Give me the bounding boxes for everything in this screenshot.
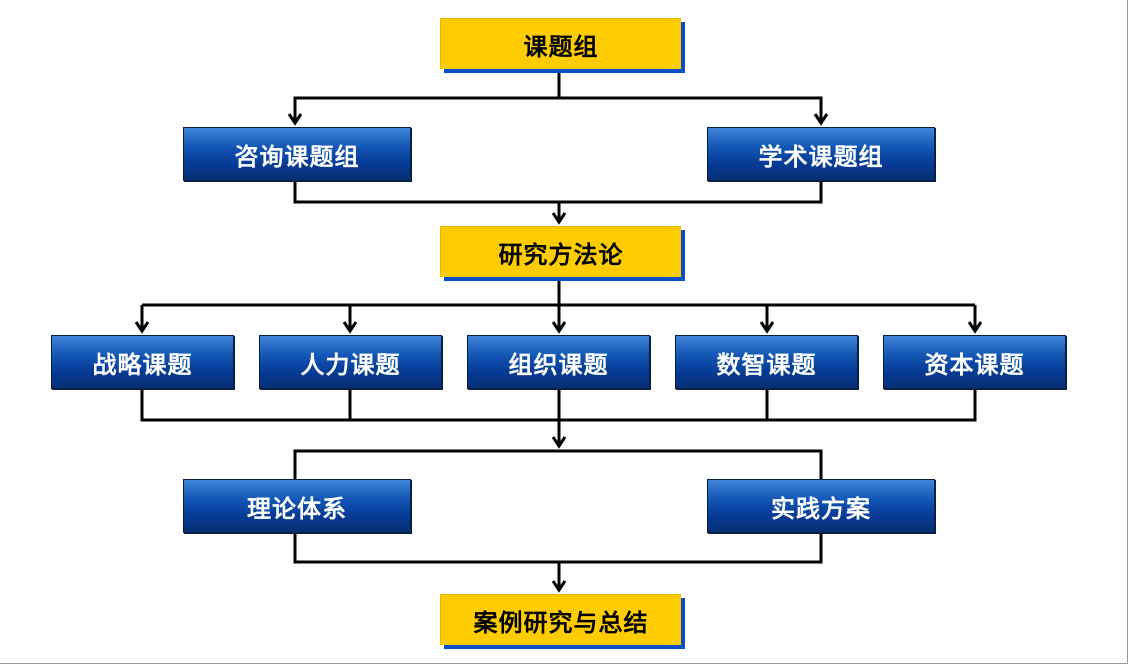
node-methodology: 研究方法论 (440, 226, 681, 277)
node-case-study-label: 案例研究与总结 (473, 608, 649, 637)
node-topic-strategy: 战略课题 (51, 335, 234, 389)
arrowhead-to-topic-5 (967, 321, 983, 334)
node-topic-digital-label: 数智课题 (716, 350, 817, 379)
node-methodology-label: 研究方法论 (498, 240, 624, 269)
arrowhead-to-left-group (287, 113, 303, 126)
arrowhead-to-topic-4 (759, 321, 775, 334)
connector-outputs-bracket (293, 449, 823, 479)
node-topic-capital: 资本课题 (883, 335, 1066, 389)
arrowhead-to-topic-3 (551, 321, 567, 334)
arrowhead-to-topic-2 (342, 321, 358, 334)
node-theory-system-label: 理论体系 (247, 494, 347, 523)
node-practice-plan-label: 实践方案 (771, 494, 871, 523)
node-topic-hr: 人力课题 (259, 335, 442, 389)
connector-outputs-merge (293, 533, 823, 564)
node-consulting-group-label: 咨询课题组 (234, 142, 360, 171)
node-topic-digital: 数智课题 (675, 335, 858, 389)
node-topic-organization: 组织课题 (467, 335, 650, 389)
connector-top-to-right (559, 96, 823, 123)
arrowhead-to-final (551, 580, 567, 593)
arrowhead-to-topic-1 (134, 321, 150, 334)
node-topic-strategy-label: 战略课题 (92, 350, 193, 379)
connector-top-split (293, 70, 561, 123)
node-academic-group: 学术课题组 (707, 127, 935, 181)
connector-groups-merge (293, 181, 823, 204)
node-research-group-label: 课题组 (523, 32, 599, 61)
node-case-study: 案例研究与总结 (440, 594, 681, 645)
arrowhead-to-method (551, 212, 567, 225)
node-academic-group-label: 学术课题组 (758, 142, 884, 171)
node-research-group: 课题组 (440, 18, 681, 69)
arrowhead-to-right-group (813, 113, 829, 126)
node-consulting-group: 咨询课题组 (183, 127, 411, 181)
node-theory-system: 理论体系 (183, 479, 411, 533)
node-topic-organization-label: 组织课题 (508, 350, 609, 379)
node-topic-capital-label: 资本课题 (924, 350, 1025, 379)
node-topic-hr-label: 人力课题 (300, 350, 401, 379)
node-practice-plan: 实践方案 (707, 479, 935, 533)
arrowhead-to-outputs (551, 436, 567, 449)
